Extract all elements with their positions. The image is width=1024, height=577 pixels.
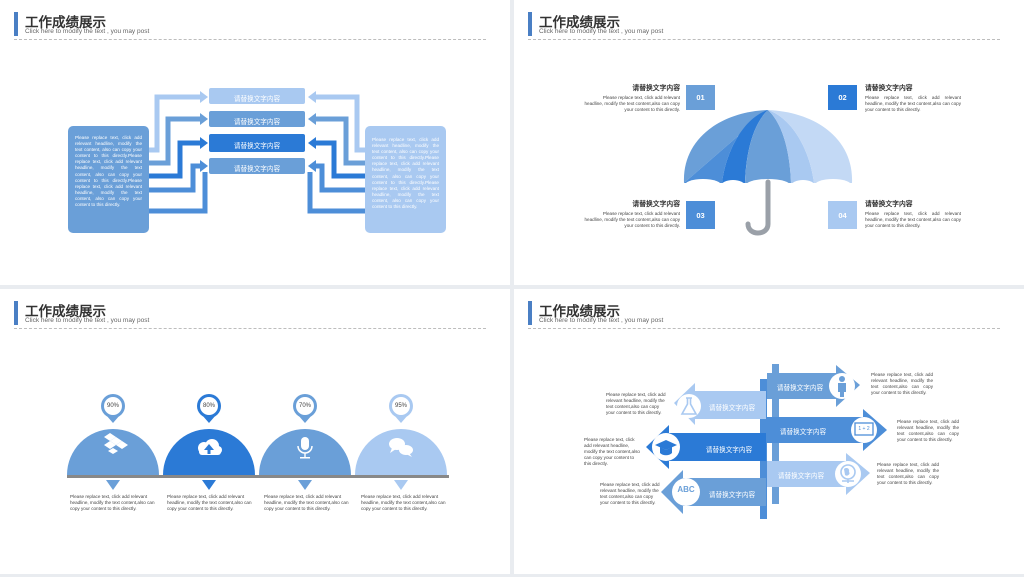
pin-2 — [197, 394, 221, 423]
left-arrow-2 — [149, 116, 200, 166]
stat-dome-3 — [259, 429, 351, 475]
left-arrow-1 — [149, 94, 200, 153]
slide-3[interactable]: 工作成绩展示 Click here to modify the text , y… — [0, 289, 510, 574]
item-03-title: 请替换文字内容 — [632, 201, 680, 208]
semicircle-stats-diagram — [67, 394, 449, 490]
stat-3-text: Please replace text, click add relevant … — [264, 494, 349, 511]
stat-4-text: Please replace text, click add relevant … — [361, 494, 446, 511]
header-accent-bar — [14, 301, 18, 325]
item-03-badge: 03 — [686, 201, 715, 229]
header-divider — [14, 328, 486, 329]
right-item-2-text: Please replace text, click add relevant … — [897, 419, 959, 442]
chat-bubbles-icon — [389, 438, 413, 457]
stat-2-percent: 80% — [202, 403, 215, 409]
pin-3 — [293, 394, 317, 423]
item-01-badge: 01 — [686, 85, 715, 110]
right-item-1-text: Please replace text, click add relevant … — [871, 372, 933, 395]
right-banner-2-label[interactable]: 请替换文字内容 — [779, 429, 827, 436]
microphone-icon — [297, 437, 313, 459]
abc-icon-text: ABC — [677, 485, 695, 494]
item-01-text: Please replace text, click add relevant … — [584, 95, 680, 112]
flow-arrows-diagram — [68, 88, 446, 233]
left-banner-2 — [646, 425, 766, 469]
item-02-badge: 02 — [828, 85, 857, 110]
slide-title: 工作成绩展示 — [539, 304, 620, 319]
header-accent-bar — [14, 12, 18, 36]
header-accent-bar — [528, 301, 532, 325]
stat-1-text: Please replace text, click add relevant … — [70, 494, 155, 511]
right-banner-3-label[interactable]: 请替换文字内容 — [777, 473, 825, 480]
slide-title: 工作成绩展示 — [25, 15, 106, 30]
header-accent-bar — [528, 12, 532, 36]
left-arrow-3 — [149, 140, 200, 179]
slide-subtitle: Click here to modify the text , you may … — [539, 317, 664, 324]
right-arrow-5 — [307, 172, 365, 214]
slide-subtitle: Click here to modify the text , you may … — [25, 317, 150, 324]
right-item-3-text: Please replace text, click add relevant … — [877, 462, 939, 485]
center-button-4[interactable]: 请替换文字内容 — [233, 166, 281, 173]
slide-title: 工作成绩展示 — [539, 15, 620, 30]
blackboard-icon-text: 1 + 2 — [858, 426, 870, 432]
dropbox-icon — [104, 433, 128, 454]
right-arrow-4 — [316, 163, 365, 193]
slide-2[interactable]: 工作成绩展示 Click here to modify the text , y… — [514, 0, 1024, 285]
pin-1 — [101, 394, 125, 423]
right-arrow-3 — [316, 140, 365, 179]
slide-1[interactable]: 工作成绩展示 Click here to modify the text , y… — [0, 0, 510, 285]
header-divider — [528, 39, 1000, 40]
left-text-box — [68, 126, 149, 233]
item-04-text: Please replace text, click add relevant … — [865, 211, 961, 228]
item-04-badge: 04 — [828, 201, 857, 229]
right-arrow-2 — [316, 116, 365, 166]
left-arrow-4 — [149, 163, 200, 193]
item-04-title: 请替换文字内容 — [865, 201, 913, 208]
slide-subtitle: Click here to modify the text , you may … — [539, 28, 664, 35]
stat-1-percent: 90% — [106, 403, 119, 409]
slide-4[interactable]: 工作成绩展示 Click here to modify the text , y… — [514, 289, 1024, 574]
arrow-banners-diagram — [646, 364, 887, 519]
header-divider — [14, 39, 486, 40]
left-banner-1-label[interactable]: 请替换文字内容 — [708, 405, 756, 412]
item-03-text: Please replace text, click add relevant … — [584, 211, 680, 228]
right-box-text: Please replace text, click add relevant … — [372, 137, 439, 210]
stat-2-text: Please replace text, click add relevant … — [167, 494, 252, 511]
item-02-text: Please replace text, click add relevant … — [865, 95, 961, 112]
left-box-text: Please replace text, click add relevant … — [75, 135, 142, 208]
right-banner-1-label[interactable]: 请替换文字内容 — [776, 385, 824, 392]
header-divider — [528, 328, 1000, 329]
slide-subtitle: Click here to modify the text , you may … — [25, 28, 150, 35]
left-item-2-text: Please replace text, click add relevant … — [584, 437, 640, 466]
item-01-title: 请替换文字内容 — [632, 85, 680, 92]
umbrella-handle — [745, 179, 771, 236]
left-arrow-5 — [149, 172, 208, 214]
center-button-3[interactable]: 请替换文字内容 — [233, 143, 281, 150]
right-text-box — [365, 126, 446, 233]
umbrella-illustration — [683, 110, 853, 236]
stat-3-percent: 70% — [298, 403, 311, 409]
slide-title: 工作成绩展示 — [25, 304, 106, 319]
left-item-1-text: Please replace text, click add relevant … — [606, 392, 666, 415]
stat-4-percent: 95% — [394, 403, 407, 409]
cloud-upload-icon — [198, 439, 222, 455]
abc-blocks-icon — [672, 478, 700, 506]
center-button-1[interactable]: 请替换文字内容 — [233, 96, 281, 103]
right-arrow-1 — [316, 94, 365, 153]
left-item-3-text: Please replace text, click add relevant … — [600, 482, 660, 505]
left-banner-3-label[interactable]: 请替换文字内容 — [708, 492, 756, 499]
pin-4 — [389, 394, 413, 423]
left-banner-2-label[interactable]: 请替换文字内容 — [705, 447, 753, 454]
item-02-title: 请替换文字内容 — [865, 85, 913, 92]
center-button-2[interactable]: 请替换文字内容 — [233, 119, 281, 126]
